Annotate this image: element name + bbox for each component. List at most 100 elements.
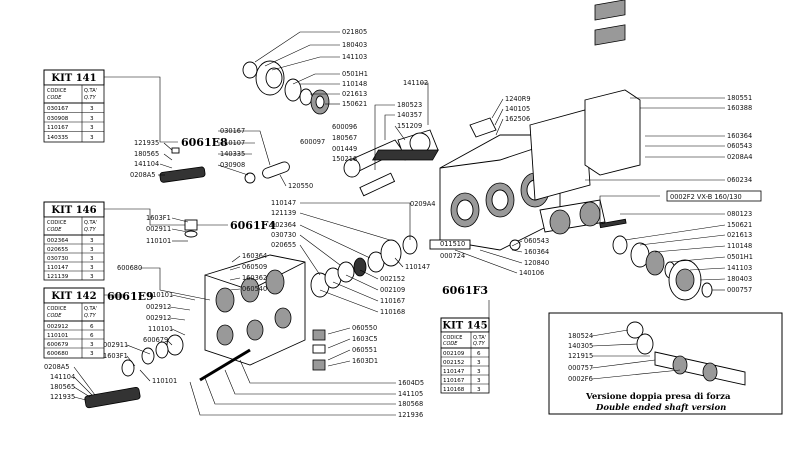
- inset-caption-it: Versione doppia presa di forza: [585, 392, 731, 402]
- part-label: 140105: [505, 105, 530, 113]
- part-label: 1603D1: [352, 357, 378, 365]
- kit-title: KIT 142: [51, 291, 96, 302]
- svg-text:3: 3: [90, 256, 94, 262]
- svg-text:002152: 002152: [443, 360, 464, 366]
- part-label: 000757: [727, 286, 752, 294]
- crankshaft: [539, 199, 627, 235]
- svg-text:3: 3: [90, 274, 94, 280]
- svg-text:CODICE: CODICE: [47, 220, 66, 226]
- svg-text:110167: 110167: [47, 125, 69, 131]
- part-label: 0501H1: [342, 70, 368, 78]
- svg-text:3: 3: [90, 342, 94, 348]
- part-label: 0208A4: [727, 153, 753, 161]
- part-label: 141102: [403, 79, 428, 87]
- part-label: 121139: [271, 209, 296, 217]
- group-label-6061F3: 6061F3: [442, 284, 488, 297]
- svg-text:6: 6: [477, 351, 481, 357]
- part-label: 120550: [288, 182, 313, 190]
- svg-text:6: 6: [90, 324, 94, 330]
- pump-head: [204, 254, 306, 366]
- svg-text:3: 3: [477, 378, 481, 384]
- svg-text:3: 3: [90, 351, 94, 357]
- part-label: 021613: [727, 231, 752, 239]
- leader-lines: [73, 31, 726, 416]
- svg-text:3: 3: [90, 125, 94, 131]
- svg-text:110147: 110147: [443, 369, 465, 375]
- version-box: 0002F2 VX-B 160/130: [666, 190, 762, 202]
- part-label: 060550: [352, 324, 377, 332]
- part-label: 150621: [727, 221, 752, 229]
- part-label: 180567: [332, 134, 357, 142]
- part-label: 060543: [524, 237, 549, 245]
- part-label: 000724: [440, 252, 465, 260]
- kit-title: KIT 146: [51, 205, 96, 216]
- svg-text:3: 3: [477, 360, 481, 366]
- part-label: 121915: [568, 352, 593, 360]
- svg-text:121139: 121139: [47, 274, 69, 280]
- part-label: 060551: [352, 346, 377, 354]
- part-label: 110168: [380, 308, 405, 316]
- part-label: 1603F1: [103, 352, 128, 360]
- part-label: 000757: [568, 364, 593, 372]
- svg-text:CODE: CODE: [47, 95, 62, 101]
- part-label: 180403: [727, 275, 752, 283]
- part-label: 080123: [727, 210, 752, 218]
- part-label: 121935: [134, 139, 159, 147]
- svg-text:3: 3: [90, 238, 94, 244]
- svg-text:Q.TY: Q.TY: [473, 341, 486, 347]
- part-label: 110167: [380, 297, 405, 305]
- svg-text:002364: 002364: [47, 238, 69, 244]
- svg-text:110167: 110167: [443, 378, 465, 384]
- part-label: 110147: [405, 263, 430, 271]
- part-label: 110147: [271, 199, 296, 207]
- part-label: 150621: [342, 100, 367, 108]
- part-label: 1604D5: [398, 379, 424, 387]
- part-label: 002364: [271, 221, 296, 229]
- svg-text:002912: 002912: [47, 324, 68, 330]
- part-label: 180524: [568, 332, 593, 340]
- part-label: 021805: [342, 28, 367, 36]
- svg-text:020655: 020655: [47, 247, 69, 253]
- part-label: 600679: [143, 336, 168, 344]
- svg-text:0002F2 VX-B 160/130: 0002F2 VX-B 160/130: [670, 193, 742, 201]
- part-label: 120840: [524, 259, 549, 267]
- svg-text:030908: 030908: [47, 116, 69, 122]
- part-label: 110101: [148, 291, 173, 299]
- svg-text:CODE: CODE: [47, 227, 62, 233]
- part-label: 140106: [519, 269, 544, 277]
- part-label: 140357: [397, 111, 422, 119]
- part-label: 1240R9: [505, 95, 531, 103]
- part-label: 141104: [134, 160, 159, 168]
- part-label: 141104: [50, 373, 75, 381]
- part-label: 060234: [727, 176, 752, 184]
- svg-text:CODE: CODE: [443, 341, 458, 347]
- part-label: 600097: [300, 138, 325, 146]
- part-label: 002911: [146, 225, 171, 233]
- part-label: 180523: [397, 101, 422, 109]
- svg-text:Q.TY: Q.TY: [84, 95, 97, 101]
- part-label: 002152: [380, 275, 405, 283]
- svg-text:030167: 030167: [47, 106, 69, 112]
- part-label: 121935: [50, 393, 75, 401]
- group-label-6061E8: 6061E8: [181, 136, 228, 149]
- svg-text:3: 3: [477, 369, 481, 375]
- group-label-6061E9: 6061E9: [107, 290, 154, 303]
- kit-title: KIT 145: [442, 321, 487, 332]
- part-label: 1603C5: [352, 335, 378, 343]
- svg-text:Q.TA': Q.TA': [84, 220, 97, 226]
- part-label: 160362: [242, 274, 267, 282]
- part-label: 160364: [524, 248, 549, 256]
- svg-text:140335: 140335: [47, 135, 69, 141]
- part-label: 110101: [152, 377, 177, 385]
- part-label: 110148: [727, 242, 752, 250]
- part-label: 162506: [505, 115, 530, 123]
- part-label: 002109: [380, 286, 405, 294]
- svg-text:Q.TA': Q.TA': [473, 335, 486, 341]
- svg-text:002109: 002109: [443, 351, 465, 357]
- svg-text:3: 3: [477, 387, 481, 393]
- svg-text:3: 3: [90, 106, 94, 112]
